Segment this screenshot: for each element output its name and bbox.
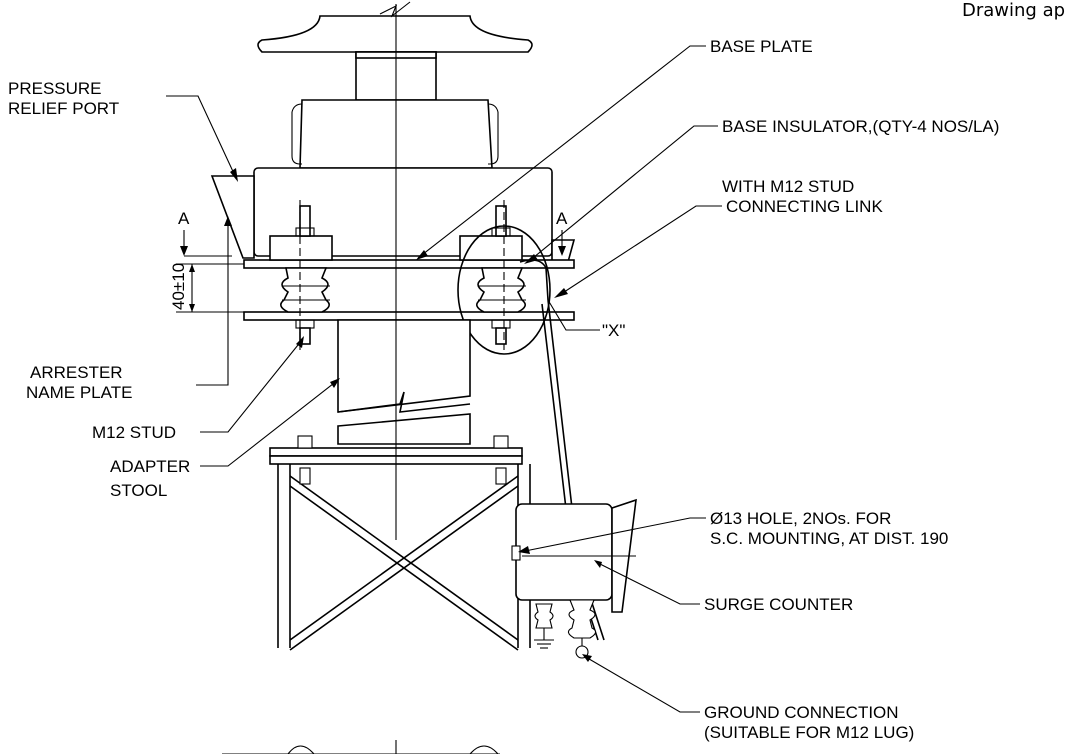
ground-terminal-left <box>534 603 554 649</box>
ground-terminal-right <box>567 599 597 659</box>
section-a-right-marker <box>558 230 566 256</box>
label-base-insulator: BASE INSULATOR,(QTY-4 NOS/LA) <box>722 117 999 136</box>
label-connecting-link: CONNECTING LINK <box>726 197 883 216</box>
base-insulator-right <box>476 205 526 345</box>
label-adapter-stool: ADAPTER <box>110 457 190 476</box>
base-insulator-left <box>280 205 330 345</box>
pressure-relief-port <box>210 175 255 259</box>
label-arrester-name-plate-2: NAME PLATE <box>26 383 132 402</box>
plan-view-fragment <box>222 740 500 754</box>
label-ground-connection: GROUND CONNECTION <box>704 703 899 722</box>
corner-note: Drawing ap <box>962 0 1065 21</box>
support-structure <box>277 464 531 651</box>
label-detail-x: "X" <box>602 321 625 340</box>
label-dimension: 40±10 <box>169 263 188 310</box>
dimension-40 <box>176 263 244 313</box>
label-pressure-relief: PRESSURE <box>8 79 102 98</box>
leader-lines <box>166 45 722 713</box>
label-base-plate: BASE PLATE <box>710 37 813 56</box>
label-m12-stud: M12 STUD <box>92 423 176 442</box>
adapter-top-plate <box>243 311 575 321</box>
label-adapter-stool-2: STOOL <box>110 481 167 500</box>
label-hole-note: Ø13 HOLE, 2NOs. FOR <box>710 509 891 528</box>
label-section-a-right: A <box>556 209 568 228</box>
label-hole-note-2: S.C. MOUNTING, AT DIST. 190 <box>710 529 948 548</box>
arrester-top-cap <box>257 15 533 101</box>
label-base-insulator-2: WITH M12 STUD <box>722 177 854 196</box>
label-pressure-relief-2: RELIEF PORT <box>8 99 119 118</box>
arrester-body <box>253 99 553 257</box>
section-a-left-marker <box>180 230 232 257</box>
label-arrester-name-plate: ARRESTER <box>30 363 123 382</box>
label-surge-counter: SURGE COUNTER <box>704 595 853 614</box>
label-ground-connection-2: (SUITABLE FOR M12 LUG) <box>704 723 914 742</box>
base-plate <box>243 235 575 269</box>
label-section-a-left: A <box>178 209 190 228</box>
